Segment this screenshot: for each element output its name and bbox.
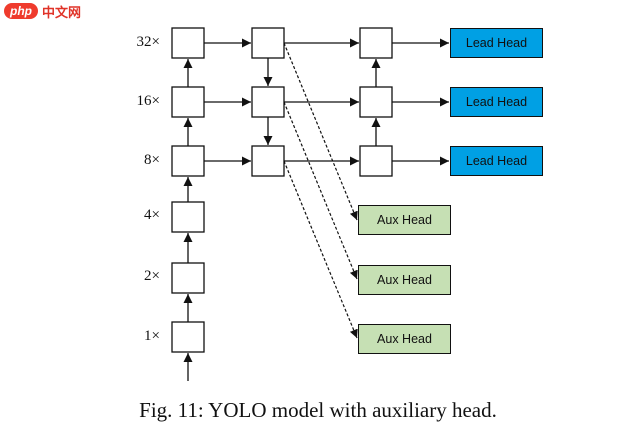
- backbone-node-8x: [171, 145, 205, 177]
- watermark-text: 中文网: [42, 4, 82, 20]
- scale-label-4x: 4×: [144, 207, 160, 223]
- neck-node-8x: [251, 145, 285, 177]
- scale-label-2x: 2×: [144, 268, 160, 284]
- pan-node-32x: [359, 27, 393, 59]
- aux-head-8x: Aux Head: [358, 324, 451, 354]
- aux-dashed-arrow-16x: [283, 101, 358, 280]
- watermark-logo: php: [4, 3, 38, 19]
- neck-node-32x: [251, 27, 285, 59]
- aux-head-16x: Aux Head: [358, 265, 451, 295]
- scale-label-16x: 16×: [136, 93, 160, 109]
- backbone-node-16x: [171, 86, 205, 118]
- figure-caption: Fig. 11: YOLO model with auxiliary head.: [139, 398, 497, 422]
- lead-head-32x: Lead Head: [450, 28, 543, 58]
- scale-label-32x: 32×: [136, 34, 160, 50]
- pan-node-8x: [359, 145, 393, 177]
- pan-node-16x: [359, 86, 393, 118]
- lead-head-8x: Lead Head: [450, 146, 543, 176]
- backbone-node-32x: [171, 27, 205, 59]
- aux-head-32x: Aux Head: [358, 205, 451, 235]
- watermark: php 中文网: [4, 2, 81, 20]
- aux-dashed-arrow-8x: [283, 160, 358, 339]
- backbone-node-4x: [171, 201, 205, 233]
- scale-label-8x: 8×: [144, 152, 160, 168]
- scale-label-1x: 1×: [144, 328, 160, 344]
- backbone-node-2x: [171, 262, 205, 294]
- neck-node-16x: [251, 86, 285, 118]
- lead-head-16x: Lead Head: [450, 87, 543, 117]
- backbone-node-1x: [171, 321, 205, 353]
- aux-dashed-arrow-32x: [283, 42, 358, 221]
